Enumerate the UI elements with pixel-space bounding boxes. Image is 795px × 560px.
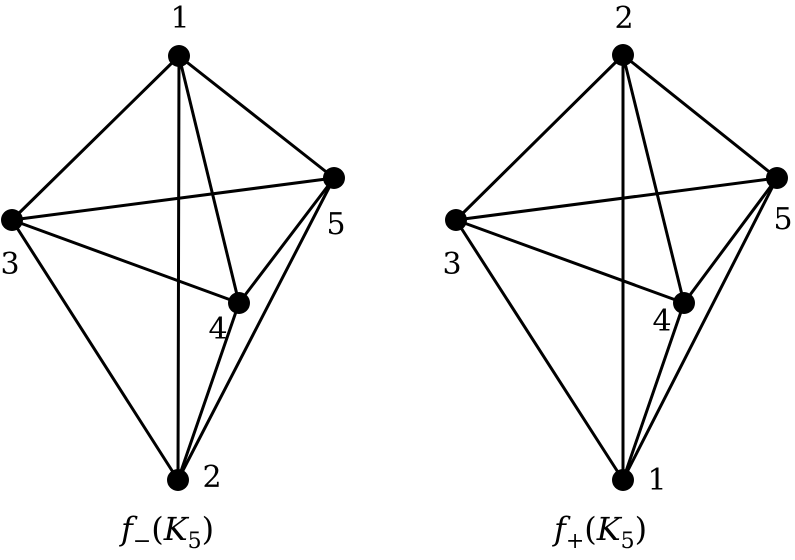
vertex-3 (1, 209, 23, 231)
vertex-1 (168, 45, 190, 67)
edge-5-1 (621, 176, 779, 482)
vertex-group (445, 44, 788, 491)
caption-f-plus-k5: f+(K5) (552, 510, 647, 554)
edge-5-2 (176, 176, 336, 482)
edge-3-4 (10, 218, 241, 305)
diagram-f-minus-k5: 1 2 3 4 5 f−(K5) (0, 1, 345, 554)
vertex-label-5: 5 (326, 207, 345, 242)
vertex-3 (445, 209, 467, 231)
vertex-label-2: 2 (614, 1, 633, 36)
vertex-label-group: 1 2 3 4 5 (0, 1, 345, 495)
caption-graph: K (163, 510, 190, 548)
edge-1-4 (177, 54, 241, 305)
caption-function-subscript: + (566, 529, 584, 554)
vertex-label-4: 4 (652, 304, 671, 339)
vertex-group (1, 45, 345, 491)
caption-open-paren: ( (584, 510, 596, 548)
edge-1-2 (176, 54, 181, 482)
edge-4-5 (237, 176, 336, 305)
vertex-1 (612, 469, 634, 491)
caption-graph-subscript: 5 (621, 529, 635, 554)
caption-close-paren: ) (635, 510, 647, 548)
edge-3-5 (454, 176, 779, 222)
vertex-5 (323, 167, 345, 189)
edge-1-3 (10, 54, 181, 222)
edge-2-4 (621, 53, 686, 305)
caption-graph-subscript: 5 (188, 529, 202, 554)
edge-4-5 (682, 176, 779, 305)
edge-2-3 (454, 53, 625, 222)
edge-4-1 (621, 301, 686, 482)
edge-group (10, 54, 336, 482)
edge-3-2 (10, 218, 180, 482)
caption-close-paren: ) (202, 510, 214, 548)
edge-3-1 (454, 218, 625, 482)
caption-open-paren: ( (151, 510, 163, 548)
edge-group (454, 53, 779, 482)
caption-f-minus-k5: f−(K5) (119, 510, 214, 554)
vertex-label-1: 1 (647, 463, 666, 498)
edge-1-5 (177, 54, 336, 180)
vertex-label-2: 2 (202, 460, 221, 495)
vertex-label-group: 2 1 3 4 5 (442, 1, 792, 498)
vertex-label-5: 5 (773, 202, 792, 237)
vertex-label-3: 3 (0, 247, 19, 282)
vertex-2 (612, 44, 634, 66)
edge-2-5 (621, 53, 779, 180)
vertex-5 (766, 167, 788, 189)
vertex-4 (673, 292, 695, 314)
edge-4-2 (176, 301, 241, 482)
edge-3-4 (454, 218, 686, 305)
diagram-f-plus-k5: 2 1 3 4 5 f+(K5) (442, 1, 792, 554)
edge-3-5 (10, 176, 336, 222)
vertex-label-3: 3 (442, 247, 461, 282)
vertex-4 (228, 292, 250, 314)
vertex-2 (167, 469, 189, 491)
vertex-label-4: 4 (208, 312, 227, 347)
caption-function-subscript: − (133, 529, 151, 554)
caption-graph: K (596, 510, 623, 548)
vertex-label-1: 1 (170, 1, 189, 36)
